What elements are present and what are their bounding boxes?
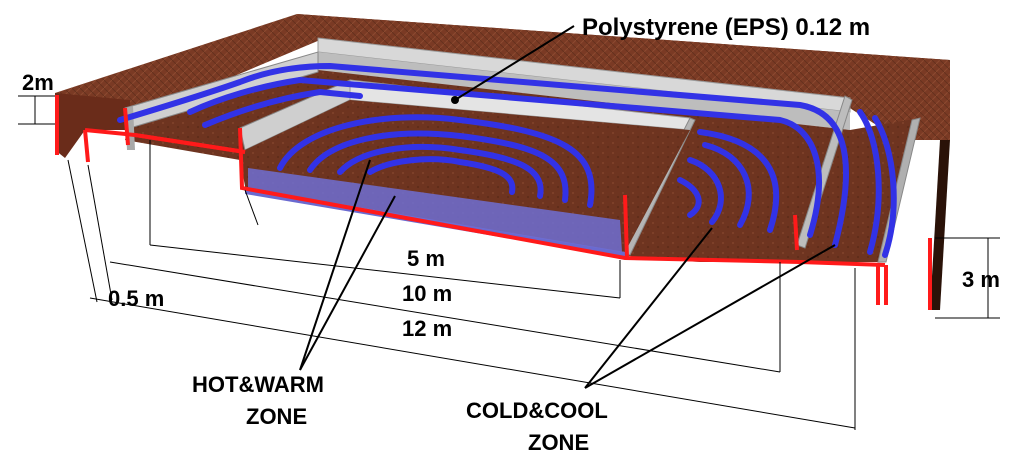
heating-pipes [117,62,897,258]
depth-label: 3 m [962,267,1000,292]
section-cut-edges [55,95,932,310]
eps-back-wall-face [318,52,850,130]
leader-lines [299,25,836,389]
water-basin-face [248,168,622,252]
ground-left-face [55,93,130,158]
wall-height-label: 2m [22,70,54,95]
inner-length-label: 5 m [407,246,445,271]
hot-zone-label-line2: ZONE [246,404,307,429]
mid-length-label: 10 m [402,281,452,306]
edge-offset-label: 0.5 m [108,286,164,311]
cold-zone-label-line1: COLD&COOL [466,398,608,423]
ground-right-face [930,140,950,310]
far-right-wall [877,117,921,263]
cold-zone-label-line2: ZONE [528,430,589,455]
outer-length-label: 12 m [402,316,452,341]
insulation-label: Polystyrene (EPS) 0.12 m [582,14,870,41]
hot-zone-label-line1: HOT&WARM [192,372,324,397]
dimension-lines [18,95,1000,430]
pit-floor [245,100,690,252]
